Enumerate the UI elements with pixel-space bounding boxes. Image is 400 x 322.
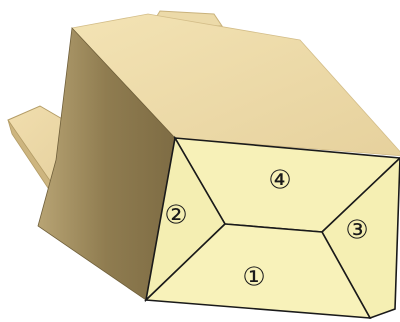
flap-label-left: ② bbox=[164, 201, 187, 231]
flap-label-top: ④ bbox=[268, 166, 291, 196]
flap-label-bottom: ① bbox=[242, 263, 265, 293]
flap-label-right: ③ bbox=[345, 216, 368, 246]
